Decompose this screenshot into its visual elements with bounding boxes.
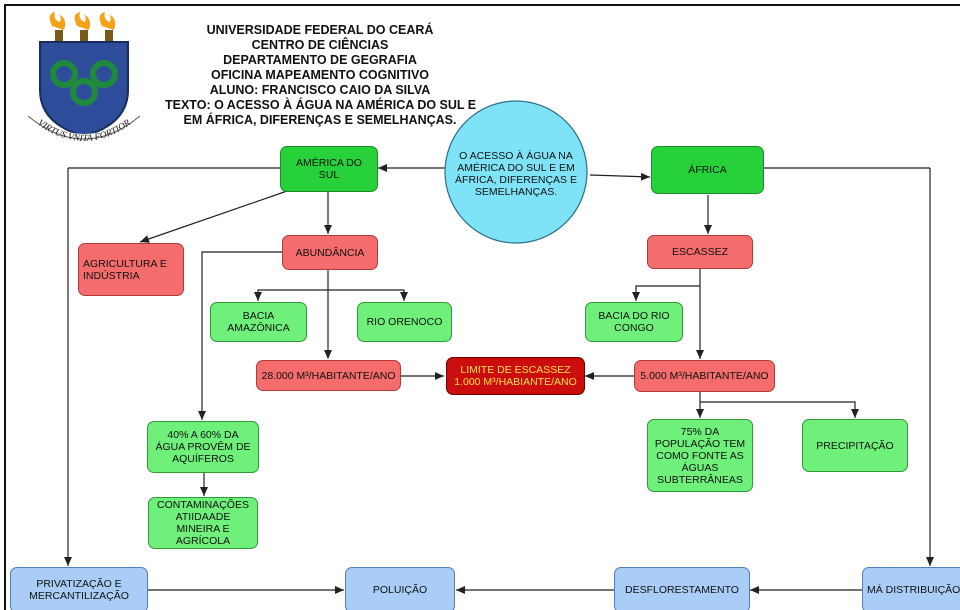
node-28000-m3: 28.000 M³/HABITANTE/ANO bbox=[256, 360, 401, 391]
node-ma-distribuicao: MÁ DISTRIBUIÇÃO bbox=[862, 567, 960, 610]
edge-america-agricultura bbox=[139, 189, 291, 243]
edge-center-africa bbox=[589, 172, 651, 181]
edge-escassez-congo bbox=[632, 285, 700, 301]
node-bacia-rio-congo: BACIA DO RIO CONGO bbox=[585, 302, 683, 342]
edge-abundancia-amazonica bbox=[254, 289, 328, 301]
node-contaminacoes: CONTAMINAÇÕES ATIIDAADE MINEIRA E AGRÍCO… bbox=[148, 497, 258, 549]
node-desflorestamento: DESFLORESTAMENTO bbox=[614, 567, 750, 610]
node-aquiferos: 40% A 60% DA ÁGUA PROVÊM DE AQUÍFEROS bbox=[147, 421, 259, 473]
header-line: TEXTO: O ACESSO À ÁGUA NA AMÉRICA DO SUL… bbox=[165, 98, 477, 112]
node-escassez: ESCASSEZ bbox=[647, 235, 753, 269]
center-circle bbox=[444, 100, 588, 244]
edge-5000-precipitacao bbox=[700, 401, 859, 418]
node-limite-escassez: LIMITE DE ESCASSEZ 1.000 M³/HABIANTE/ANO bbox=[446, 357, 585, 395]
edge-abundancia-orenoco bbox=[328, 289, 408, 301]
node-america-do-sul: AMÉRICA DO SUL bbox=[280, 146, 378, 192]
header-text: UNIVERSIDADE FEDERAL DO CEARÁ CENTRO DE … bbox=[165, 23, 477, 128]
header-line: EM ÁFRICA, DIFERENÇAS E SEMELHANÇAS. bbox=[183, 113, 457, 127]
node-abundancia: ABUNDÂNCIA bbox=[282, 235, 378, 270]
edge-abundancia-aquiferos bbox=[198, 251, 282, 420]
node-precipitacao: PRECIPITAÇÃO bbox=[802, 419, 908, 472]
university-logo: VIRTUS VNITA FORTIOR bbox=[24, 12, 144, 144]
node-privatizacao: PRIVATIZAÇÃO E MERCANTILIZAÇÃO bbox=[10, 567, 148, 610]
node-africa: ÁFRICA bbox=[651, 146, 764, 194]
node-agricultura-industria: AGRICULTURA E INDÚSTRIA bbox=[78, 243, 184, 296]
node-5000-m3: 5.000 M³/HABITANTE/ANO bbox=[634, 360, 775, 392]
torch-center-icon bbox=[74, 12, 91, 42]
node-bacia-amazonica: BACIA AMAZÔNICA bbox=[210, 302, 307, 342]
diagram-border bbox=[4, 4, 960, 610]
header-line: DEPARTAMENTO DE GEGRAFIA bbox=[223, 53, 417, 67]
torch-left-icon bbox=[49, 12, 66, 42]
header-line: UNIVERSIDADE FEDERAL DO CEARÁ bbox=[206, 23, 434, 37]
node-poluicao: POLUIÇÃO bbox=[345, 567, 455, 610]
center-topic: O ACESSO À ÁGUA NA AMÉRICA DO SUL E EM Á… bbox=[455, 150, 577, 198]
node-75-populacao: 75% DA POPULAÇÃO TEM COMO FONTE AS ÁGUAS… bbox=[647, 419, 753, 492]
torch-right-icon bbox=[99, 12, 116, 42]
header-line: OFICINA MAPEAMENTO COGNITIVO bbox=[210, 68, 430, 82]
header-line: CENTRO DE CIÊNCIAS bbox=[251, 38, 389, 52]
node-rio-orenoco: RIO ORENOCO bbox=[357, 302, 452, 342]
header-line: ALUNO: FRANCISCO CAIO DA SILVA bbox=[209, 83, 431, 97]
